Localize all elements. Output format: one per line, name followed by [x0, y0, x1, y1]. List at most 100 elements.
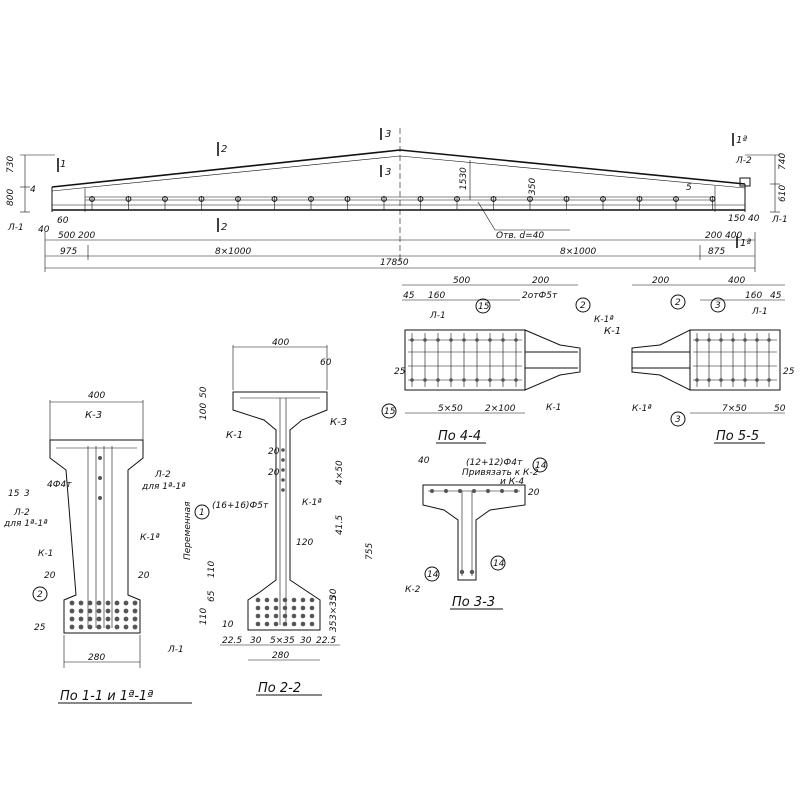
s11-dim-20-right: 20 [138, 571, 150, 581]
rebar-dot [114, 608, 120, 614]
s55-dim-160: 160 [745, 291, 762, 301]
rebar-dot [707, 338, 711, 342]
section-mark-4-left: 4 [30, 185, 36, 195]
s44-dim-25: 25 [394, 367, 406, 377]
rebar-dot [87, 600, 93, 606]
section-mark-5: 5 [686, 183, 692, 193]
rebar-dot [255, 605, 261, 611]
s44-title: По 4-4 [438, 429, 481, 444]
rebar-dot [114, 624, 120, 630]
s11-label-l2-left: Л-2 [13, 508, 30, 518]
rebar-dot [488, 338, 492, 342]
s55-dim-25: 25 [783, 367, 795, 377]
rebar-dot [469, 569, 475, 575]
rebar-dot [105, 600, 111, 606]
s33-mark-14-left: 14 [427, 570, 439, 580]
section-mark-3-top: 3 [385, 129, 391, 140]
rebar-dot [273, 621, 279, 627]
s22-dim-20-a: 20 [268, 447, 280, 457]
rebar-dot [282, 613, 288, 619]
rebar-dot [281, 448, 285, 452]
s22-dim-110-a: 110 [207, 561, 217, 578]
rebar-dot [132, 608, 138, 614]
rebar-dot [309, 613, 315, 619]
s55-dim-45: 45 [770, 291, 782, 301]
rebar-dot [281, 488, 285, 492]
s22-label-k1a: К-1ª [302, 498, 322, 508]
s22-dim-4x50: 4×50 [335, 460, 345, 485]
s55-title: По 5-5 [716, 429, 759, 444]
s44-dim-160: 160 [428, 291, 445, 301]
rebar-dot [743, 378, 747, 382]
rebar-dot [281, 468, 285, 472]
dim-60: 60 [57, 216, 69, 226]
rebar-dot [501, 378, 505, 382]
rebar-dot [309, 621, 315, 627]
s22-width-bottom: 280 [272, 651, 289, 661]
rebar-dot [132, 624, 138, 630]
s44-dim-5x50: 5×50 [438, 404, 463, 414]
rebar-dot [87, 608, 93, 614]
s44-label-l1: Л-1 [429, 311, 446, 321]
s11-dim-20-left: 20 [44, 571, 56, 581]
s22-label-16f5t: (16+16)Ф5т [212, 501, 269, 511]
dim-8x1000-right: 8×1000 [560, 247, 596, 257]
rebar-dot [96, 600, 102, 606]
s22-dim-50: 50 [199, 386, 209, 398]
rebar-dot [423, 378, 427, 382]
height-1530: 1530 [459, 167, 469, 190]
s55-label-k1a: К-1ª [632, 404, 652, 414]
s33-mark-14-top: 14 [535, 461, 547, 471]
rebar-dot [459, 569, 465, 575]
s33-note-k4: и К-4 [500, 477, 524, 487]
rebar-dot [430, 489, 434, 493]
rebar-dot [98, 476, 102, 480]
s55-label-k1: К-1 [604, 326, 621, 337]
rebar-dot [132, 616, 138, 622]
rebar-dot [105, 624, 111, 630]
rebar-dot [462, 338, 466, 342]
s44-rebar-grid [408, 333, 578, 387]
rebar-dot [291, 621, 297, 627]
rebar-dot [273, 597, 279, 603]
s44-mark-15-top: 15 [478, 302, 490, 312]
rebar-dot [96, 608, 102, 614]
rebar-dot [486, 489, 490, 493]
height-730: 730 [6, 156, 16, 173]
rebar-dot [300, 597, 306, 603]
rebar-dot [444, 489, 448, 493]
rebar-dot [514, 378, 518, 382]
rebar-dot [132, 600, 138, 606]
rebar-dot [449, 338, 453, 342]
rebar-dot [264, 613, 270, 619]
rebar-dot [255, 621, 261, 627]
rebar-dot [282, 605, 288, 611]
rebar-dot [114, 600, 120, 606]
rebar-dot [123, 616, 129, 622]
s22-dim-60: 60 [320, 358, 332, 368]
s44-dim-45: 45 [403, 291, 415, 301]
rebar-dot [410, 378, 414, 382]
s33-title: По 3-3 [452, 595, 495, 610]
rebar-dot [767, 338, 771, 342]
dim-200-right: 200 [705, 231, 722, 241]
label-l1-right: Л-1 [771, 215, 788, 225]
s55-mark-3-bottom: 3 [675, 415, 681, 425]
s33-note-attach: Привязать к К-2 [462, 468, 539, 478]
rebar-dot [255, 613, 261, 619]
rebar-dot [282, 597, 288, 603]
s11-label-3: 3 [24, 489, 30, 499]
s22-dim-755: 755 [365, 543, 375, 560]
section-mark-3-mid: 3 [385, 167, 391, 178]
rebar-dot [98, 496, 102, 500]
s44-dim-500: 500 [453, 276, 470, 286]
s11-label-k1: К-1 [38, 549, 53, 559]
s22-bdim-30-b: 30 [300, 636, 312, 646]
rebar-dot [475, 378, 479, 382]
rebar-dot [78, 600, 84, 606]
s22-bdim-30-a: 30 [250, 636, 262, 646]
s22-dim-30: 30 [329, 588, 339, 600]
s22-dim-65: 65 [207, 590, 217, 602]
rebar-dot [105, 608, 111, 614]
